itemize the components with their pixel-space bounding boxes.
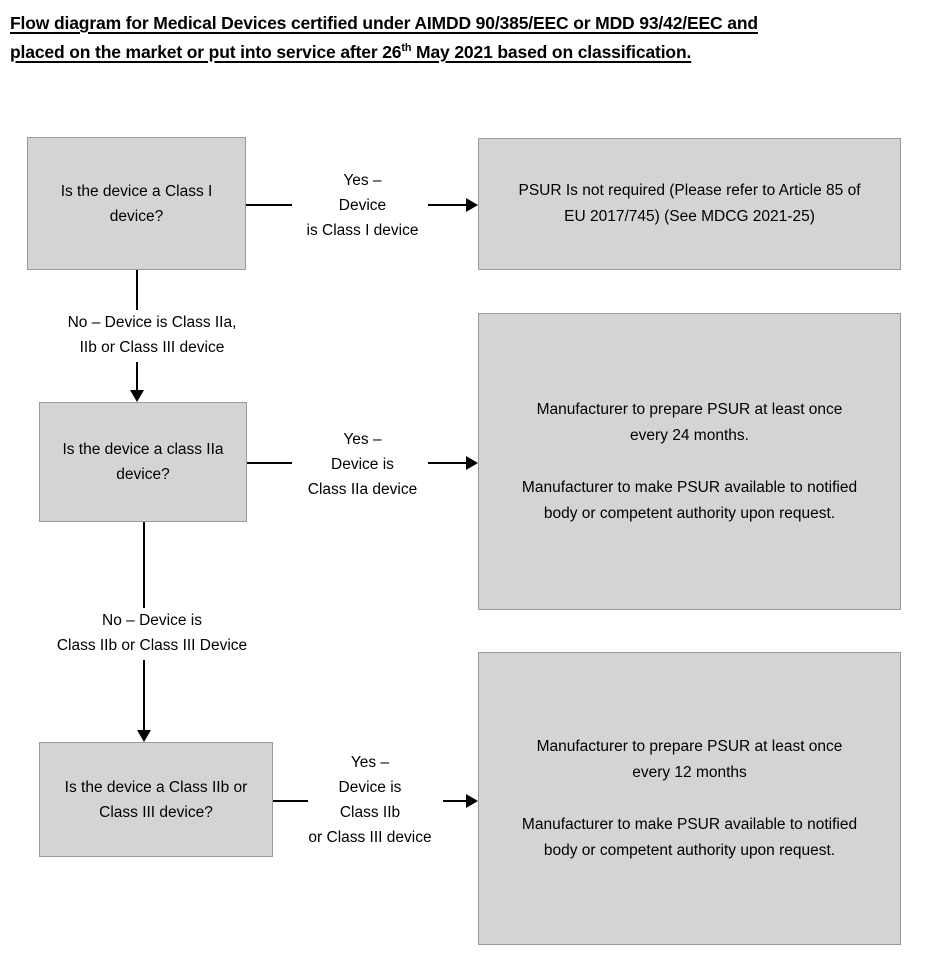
connector-class-iib-iii-yes-segment-left: [273, 800, 308, 802]
connector-class-iia-yes-segment-left: [247, 462, 292, 464]
arrowhead-class-iib-iii-yes: [466, 794, 478, 808]
connector-class-i-no-segment-lower: [136, 362, 138, 390]
page-title-ordinal-suffix: th: [401, 42, 412, 55]
connector-class-iia-no-segment-upper: [143, 522, 145, 608]
edge-label-class-i-no: No – Device is Class IIa, IIb or Class I…: [67, 314, 237, 356]
page-title-line-2-after: May 2021 based on classification.: [411, 42, 692, 62]
decision-node-class-iib-or-iii[interactable]: Is the device a Class IIb or Class III d…: [39, 742, 273, 857]
page-title-line-1: Flow diagram for Medical Devices certifi…: [10, 13, 758, 33]
arrowhead-class-i-no: [130, 390, 144, 402]
page-title-line-2-before: placed on the market or put into service…: [10, 42, 402, 62]
connector-class-iia-no-segment-lower: [143, 660, 145, 730]
edge-label-class-i-yes: Yes – Device is Class I device: [306, 172, 419, 239]
page-title: Flow diagram for Medical Devices certifi…: [10, 9, 930, 67]
connector-class-iib-iii-yes-segment-right: [443, 800, 468, 802]
decision-node-class-i[interactable]: Is the device a Class I device?: [27, 137, 246, 270]
arrowhead-class-iia-no: [137, 730, 151, 742]
connector-class-iia-yes-segment-right: [428, 462, 468, 464]
connector-class-i-yes-segment-right: [428, 204, 468, 206]
connector-class-i-yes-segment-left: [246, 204, 292, 206]
outcome-node-psur-24-months[interactable]: Manufacturer to prepare PSUR at least on…: [478, 313, 901, 610]
decision-node-class-iia[interactable]: Is the device a class IIa device?: [39, 402, 247, 522]
edge-label-class-iib-iii-yes: Yes – Device is Class IIb or Class III d…: [308, 754, 432, 846]
outcome-node-psur-12-months[interactable]: Manufacturer to prepare PSUR at least on…: [478, 652, 901, 945]
outcome-node-no-psur-required[interactable]: PSUR Is not required (Please refer to Ar…: [478, 138, 901, 270]
edge-label-class-iia-yes: Yes – Device is Class IIa device: [307, 431, 418, 498]
arrowhead-class-i-yes: [466, 198, 478, 212]
arrowhead-class-iia-yes: [466, 456, 478, 470]
connector-class-i-no-segment-upper: [136, 270, 138, 310]
edge-label-class-iia-no: No – Device is Class IIb or Class III De…: [56, 612, 248, 654]
